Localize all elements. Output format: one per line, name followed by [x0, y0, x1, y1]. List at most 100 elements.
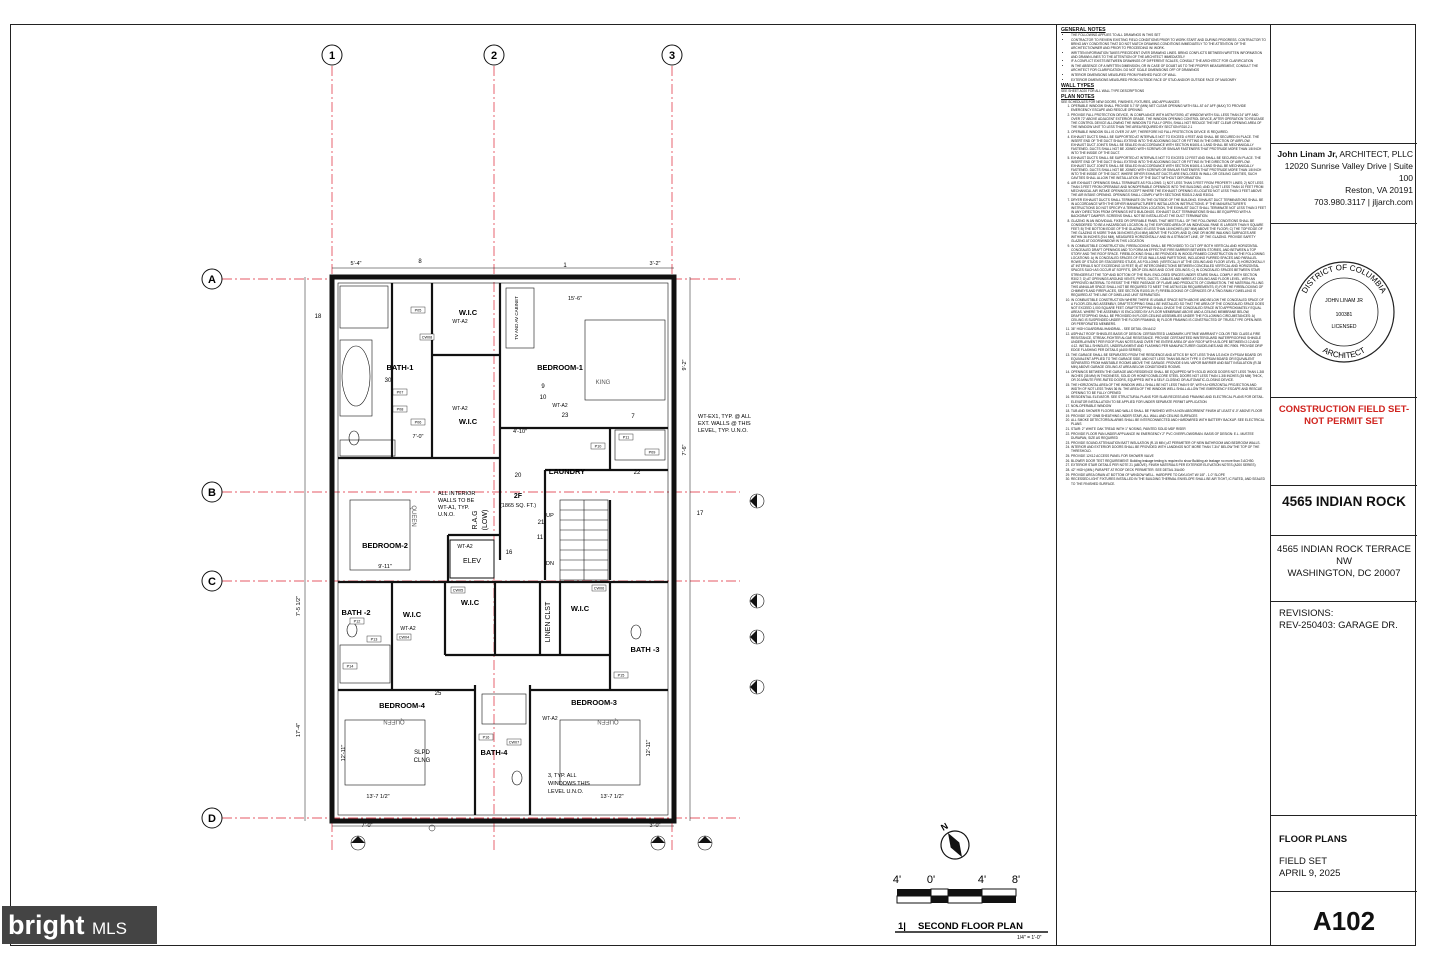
- seal-top-text: DISTRICT OF COLUMBIA: [1300, 263, 1388, 295]
- north-label: N: [939, 821, 950, 833]
- wt-a2-tag-2: WT-A2: [452, 406, 467, 412]
- architect-seal-icon: DISTRICT OF COLUMBIA ARCHITECT JOHN LINA…: [1293, 261, 1395, 363]
- seal-bottom-text: ARCHITECT: [1321, 346, 1366, 361]
- dim-top-left: 5'-4": [351, 261, 362, 267]
- brightmls-watermark: bright MLS: [2, 906, 157, 944]
- wic-1-label: W.I.C: [459, 308, 478, 317]
- wt-a2-tag-1: WT-A2: [452, 319, 467, 325]
- wt-ex1-note-1: WT-EX1, TYP. @ ALL: [698, 414, 751, 420]
- plan-note: OPENINGS BETWEEN THE GARAGE AND RESIDENC…: [1071, 370, 1266, 382]
- sheet-set: FIELD SET: [1279, 856, 1328, 867]
- scale-label: 4': [978, 874, 986, 886]
- interior-walls: [338, 283, 668, 815]
- fixture-tags: P05 P06 CW08 P07 P08 P10 P11 P09 CW04 CW…: [342, 306, 660, 746]
- laundry-label: LAUNDRY: [549, 467, 585, 476]
- wall-types-text: SEE SHEET A020 FOR ALL WALL TYPE DESCRIP…: [1061, 88, 1145, 93]
- general-note: INTERIOR DIMENSIONS MEASURED FROM FINISH…: [1071, 73, 1266, 77]
- drawing-index: 1|: [898, 921, 906, 932]
- notes-column: GENERAL NOTES THE FOLLOWING APPLIES TO A…: [1056, 24, 1270, 946]
- fixture-tag: P10: [595, 445, 602, 449]
- project-address-1: 4565 INDIAN ROCK TERRACE: [1277, 544, 1411, 555]
- plan-note: 42" HIGH (MIN.) PARAPET AT ROOF DECK PER…: [1071, 468, 1266, 472]
- queen-bed-2: [349, 499, 411, 571]
- grid-label-c: C: [208, 576, 216, 588]
- bedroom-3-label: BEDROOM-3: [571, 698, 617, 707]
- plan-note: ALL SMOKE DETECTORS/ALARMS SHALL BE INTE…: [1071, 418, 1266, 426]
- keynote: 10: [540, 395, 547, 401]
- grid-bubble-3: 3: [661, 44, 683, 66]
- plan-note: ASPHALT ROOF SHINGLES BASIS OF DESIGN: C…: [1071, 332, 1266, 352]
- wt-a2-tag-4: WT-A2: [457, 544, 472, 550]
- keynote: 25: [435, 691, 442, 697]
- plan-note: AIR EXHAUST OPENINGS SHALL TERMINATE AS …: [1071, 181, 1266, 197]
- dim-bed1-width: 15'-6": [568, 296, 582, 302]
- general-note: CONTRACTOR TO REVIEW EXISTING FIELD COND…: [1071, 38, 1266, 50]
- keynote: 11: [537, 535, 544, 541]
- bedroom-1-label: BEDROOM-1: [537, 363, 583, 372]
- plan-note: THE GARAGE SHALL BE SEPARATED FROM THE R…: [1071, 353, 1266, 369]
- graphic-scale-bar: 4' 0' 4' 8': [893, 874, 1020, 904]
- queen-label-4: QUEEN: [383, 718, 404, 724]
- dimension-lines: [304, 267, 691, 827]
- bath-1-label: BATH-1: [387, 363, 414, 372]
- scale-label: 4': [893, 874, 901, 886]
- firm-info: John Linam Jr, ARCHITECT, PLLC 12020 Sun…: [1271, 144, 1417, 224]
- title-block: John Linam Jr, ARCHITECT, PLLC 12020 Sun…: [1270, 24, 1417, 946]
- grid-label-d: D: [208, 813, 216, 825]
- plan-note: IN COMBUSTIBLE CONSTRUCTION, FIREBLOCKIN…: [1071, 244, 1266, 297]
- general-note: IF A CONFLICT EXISTS BETWEEN DRAWINGS OF…: [1071, 59, 1266, 63]
- grid-label-b: B: [208, 487, 216, 499]
- wt-a2-tag-6: WT-A2: [542, 716, 557, 722]
- fixture-tag: CW07: [509, 741, 520, 745]
- plan-note: STAIR: 2" WHITE OAK TREAD WITH 1" NOSING…: [1071, 427, 1266, 431]
- plan-note: NON-OPERABLE WINDOW: [1071, 404, 1266, 408]
- warning-line-1: CONSTRUCTION FIELD SET-: [1278, 404, 1410, 415]
- plan-note: RECESSED LIGHT FIXTURES INSTALLED IN THE…: [1071, 477, 1266, 485]
- revisions-label: REVISIONS:: [1279, 608, 1334, 619]
- toilet-2: [346, 622, 358, 638]
- king-label: KING: [596, 380, 611, 386]
- dim-bed3-width: 13'-7 1/2": [600, 794, 623, 800]
- seal-cell: DISTRICT OF COLUMBIA ARCHITECT JOHN LINA…: [1271, 224, 1417, 398]
- interior-walls-note-2: WALLS TO BE: [438, 498, 475, 504]
- wic-4-label: W.I.C: [461, 598, 480, 607]
- drawing-scale: 1/4" = 1'-0": [1017, 935, 1042, 941]
- toilet-1: [348, 430, 360, 446]
- grid-label-2: 2: [491, 50, 497, 62]
- fixture-tag: P07: [397, 391, 404, 395]
- revision-item: REV-250403: GARAGE DR.: [1279, 620, 1398, 631]
- keynote: 17: [697, 511, 704, 517]
- plan-note: RESIDENTIAL ELEVATOR. SEE STRUCTURAL PLA…: [1071, 395, 1266, 403]
- wall-types-heading: WALL TYPES: [1061, 82, 1095, 89]
- firm-address-1: 12020 Sunrise Valley Drive | Suite 100: [1284, 161, 1413, 183]
- fixture-tag: P11: [623, 436, 629, 440]
- plan-note: INTERIOR AND EXTERIOR DOORS SHALL BE PRO…: [1071, 445, 1266, 453]
- fixture-tag: P14: [347, 665, 354, 669]
- windows-note-2: WINDOWS THIS: [548, 781, 590, 787]
- windows-note-3: LEVEL U.N.O.: [548, 789, 584, 795]
- dim-right-92: 9'-2": [682, 359, 688, 370]
- plan-note: PROVIDE AREA DRAIN AT BOTTOM OF WINDOW W…: [1071, 473, 1266, 477]
- grid-label-3: 3: [669, 50, 675, 62]
- dim-bath1-depth: 7'-0": [413, 434, 424, 440]
- stair-up-label: UP: [546, 513, 554, 519]
- plan-note: BLOWER DOOR TEST REQUIREMENT: Building l…: [1071, 459, 1266, 463]
- rag-low-label: (LOW): [482, 510, 489, 531]
- toilet-3: [630, 624, 642, 640]
- fixture-tag: P15: [618, 674, 625, 678]
- fixture-tag: P06: [415, 421, 422, 425]
- project-name-cell: 4565 INDIAN ROCK: [1271, 486, 1417, 536]
- general-note: THE FOLLOWING APPLIES TO ALL DRAWINGS IN…: [1071, 33, 1266, 37]
- plan-note: TUB AND SHOWER FLOORS AND WALLS SHALL BE…: [1071, 409, 1266, 413]
- elev-label: ELEV: [463, 558, 481, 565]
- firm-address-2: Reston, VA 20191: [1345, 185, 1413, 195]
- king-bed: [584, 319, 666, 401]
- interior-walls-note-1: ALL INTERIOR: [438, 491, 475, 497]
- seal-status: LICENSED: [1331, 324, 1356, 330]
- project-address: 4565 INDIAN ROCK TERRACE NW WASHINGTON, …: [1271, 536, 1417, 602]
- bath-4-label: BATH-4: [481, 748, 509, 757]
- warning-line-2: NOT PERMIT SET: [1304, 416, 1384, 427]
- firm-title: ARCHITECT, PLLC: [1337, 149, 1413, 159]
- plan-note: EXHAUST DUCTS SHALL BE SUPPORTED AT INTE…: [1071, 135, 1266, 155]
- plan-note: PROVIDE 12X12 ACCESS PANEL FOR SHOWER VA…: [1071, 454, 1266, 458]
